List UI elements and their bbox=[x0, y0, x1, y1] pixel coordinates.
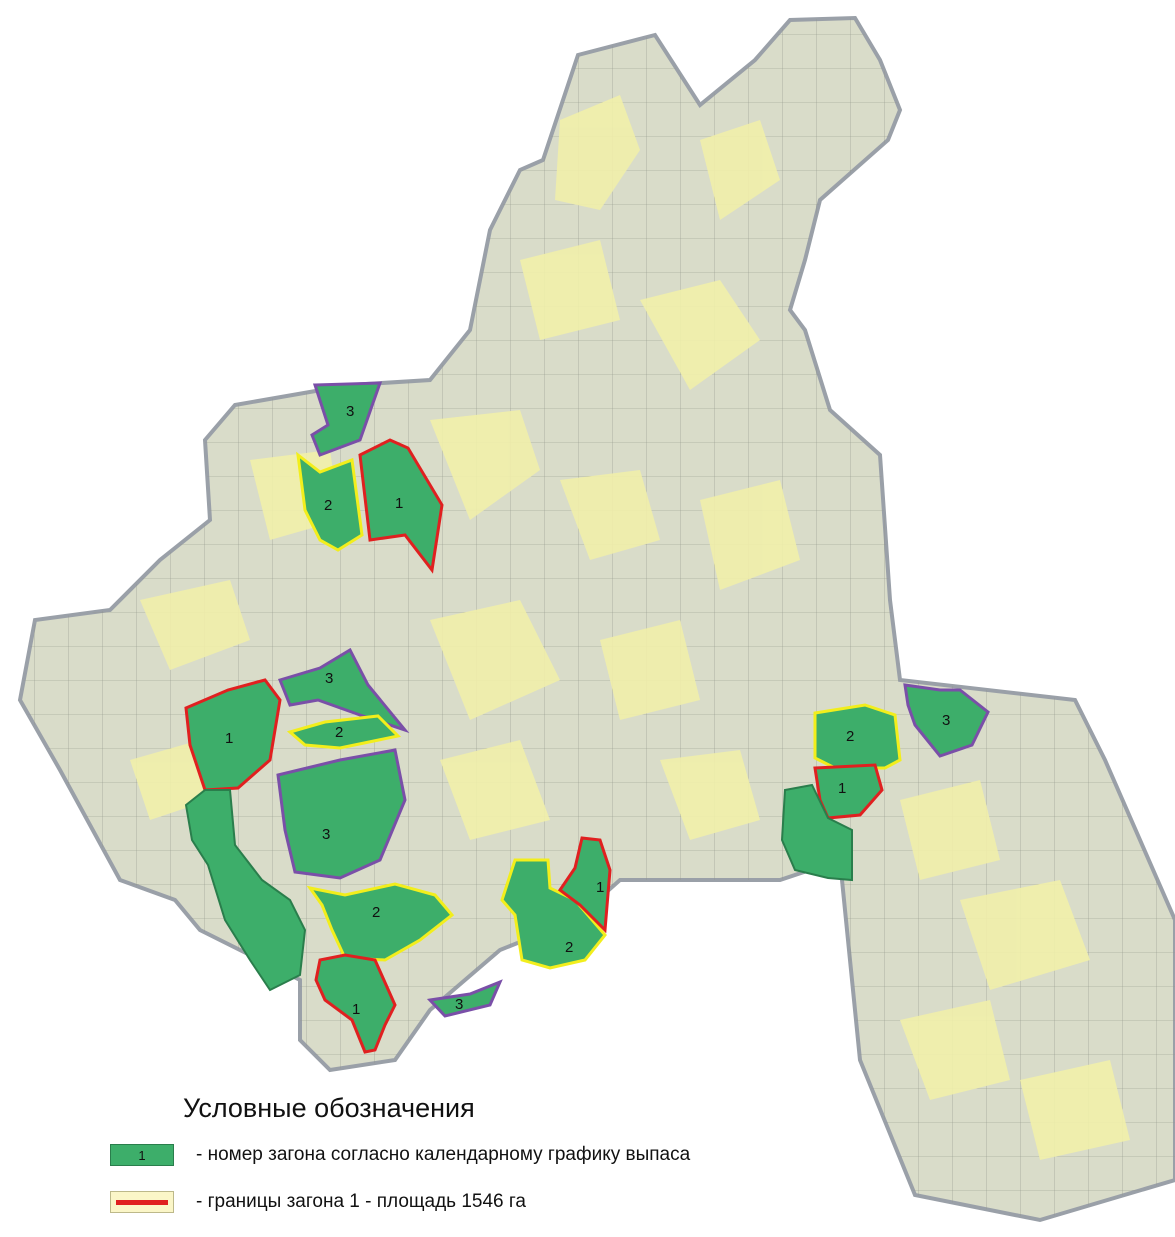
paddock-label: 3 bbox=[346, 403, 354, 420]
legend-row-paddock-number: 1 - номер загона согласно календарному г… bbox=[110, 1144, 690, 1166]
paddock-label: 3 bbox=[455, 996, 463, 1013]
paddock-3-east[interactable] bbox=[903, 683, 990, 758]
paddock-label: 2 bbox=[846, 728, 854, 745]
paddock-label: 1 bbox=[225, 730, 233, 747]
paddock-label: 2 bbox=[324, 497, 332, 514]
paddock-swatch-label: 1 bbox=[138, 1147, 146, 1163]
paddock-2-south[interactable] bbox=[306, 882, 455, 962]
paddock-1-north[interactable] bbox=[358, 438, 444, 574]
legend-title: Условные обозначения bbox=[183, 1093, 475, 1123]
paddock-green-east[interactable] bbox=[780, 783, 853, 882]
paddock-swatch: 1 bbox=[110, 1144, 174, 1166]
paddock-label: 1 bbox=[352, 1001, 360, 1018]
paddock-label: 2 bbox=[565, 939, 573, 956]
paddock-label: 3 bbox=[942, 712, 950, 729]
paddock-label: 1 bbox=[838, 780, 846, 797]
paddock-2-west[interactable] bbox=[286, 714, 402, 750]
paddock-3-north[interactable] bbox=[310, 381, 383, 457]
paddock-1-west[interactable] bbox=[184, 678, 282, 792]
paddock-green-southwest[interactable] bbox=[184, 789, 307, 992]
district-territory bbox=[17, 15, 1175, 1223]
forest-quarter-grid bbox=[20, 18, 1175, 1220]
paddock-label: 2 bbox=[335, 724, 343, 741]
red-line-icon bbox=[116, 1199, 168, 1205]
paddock-2-north[interactable] bbox=[296, 451, 364, 552]
paddock-3-central[interactable] bbox=[276, 748, 407, 880]
legend-row-boundary: - границы загона 1 - площадь 1546 га bbox=[110, 1191, 526, 1213]
paddock-label: 3 bbox=[325, 670, 333, 687]
paddock-label: 3 bbox=[322, 826, 330, 843]
paddock-1-southwest[interactable] bbox=[314, 953, 397, 1054]
paddock-2-east[interactable] bbox=[813, 703, 902, 770]
paddock-label: 1 bbox=[395, 495, 403, 512]
paddock-2-south-central[interactable] bbox=[500, 858, 607, 970]
paddock-label: 1 bbox=[596, 879, 604, 896]
legend-text-paddock-number: - номер загона согласно календарному гра… bbox=[196, 1144, 691, 1165]
grazing-paddocks bbox=[184, 381, 990, 1054]
paddock-3-south[interactable] bbox=[426, 979, 503, 1018]
paddock-label: 2 bbox=[372, 904, 380, 921]
legend-text-boundary: - границы загона 1 - площадь 1546 га bbox=[196, 1191, 526, 1212]
paddock-1-south-central[interactable] bbox=[557, 836, 612, 934]
boundary-swatch bbox=[110, 1191, 174, 1213]
paddock-labels: 3 2 1 3 1 2 3 2 1 1 2 3 2 1 3 bbox=[225, 403, 950, 1018]
paddock-3-middle-north[interactable] bbox=[277, 647, 410, 734]
